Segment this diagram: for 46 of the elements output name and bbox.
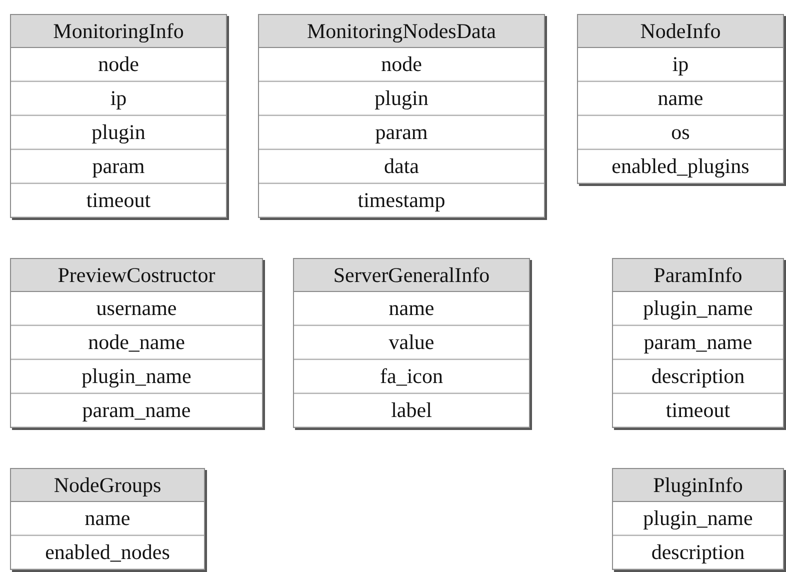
table-field: description xyxy=(613,360,783,394)
table-header: NodeGroups xyxy=(11,469,204,502)
table-box xyxy=(10,14,227,218)
table-box xyxy=(10,258,263,428)
table-field: description xyxy=(613,536,783,569)
table-field: ip xyxy=(11,82,226,116)
table-header: ServerGeneralInfo xyxy=(294,259,529,292)
table-field: node xyxy=(259,48,544,82)
table-field: value xyxy=(294,326,529,360)
table-field: param xyxy=(11,150,226,184)
table-field: plugin_name xyxy=(11,360,262,394)
table-field: plugin_name xyxy=(613,502,783,536)
table-field: timeout xyxy=(613,394,783,427)
table-header: MonitoringNodesData xyxy=(259,15,544,48)
table-field: name xyxy=(294,292,529,326)
table-field: label xyxy=(294,394,529,427)
table-header: NodeInfo xyxy=(578,15,783,48)
table-field: username xyxy=(11,292,262,326)
table-box xyxy=(293,258,530,428)
table-box xyxy=(10,468,205,570)
table-field: timestamp xyxy=(259,184,544,217)
table-box xyxy=(577,14,784,184)
table-field: enabled_nodes xyxy=(11,536,204,569)
table-field: timeout xyxy=(11,184,226,217)
table-field: data xyxy=(259,150,544,184)
table-field: param_name xyxy=(11,394,262,427)
table-field: enabled_plugins xyxy=(578,150,783,183)
table-header: ParamInfo xyxy=(613,259,783,292)
table-field: ip xyxy=(578,48,783,82)
table-header: MonitoringInfo xyxy=(11,15,226,48)
table-field: param_name xyxy=(613,326,783,360)
table-field: plugin_name xyxy=(613,292,783,326)
table-header: PluginInfo xyxy=(613,469,783,502)
table-field: plugin xyxy=(11,116,226,150)
table-header: PreviewCostructor xyxy=(11,259,262,292)
table-field: plugin xyxy=(259,82,544,116)
table-field: node xyxy=(11,48,226,82)
table-field: name xyxy=(578,82,783,116)
table-box xyxy=(612,258,784,428)
table-field: node_name xyxy=(11,326,262,360)
table-box xyxy=(258,14,545,218)
table-field: name xyxy=(11,502,204,536)
table-field: fa_icon xyxy=(294,360,529,394)
table-field: os xyxy=(578,116,783,150)
table-field: param xyxy=(259,116,544,150)
table-box xyxy=(612,468,784,570)
